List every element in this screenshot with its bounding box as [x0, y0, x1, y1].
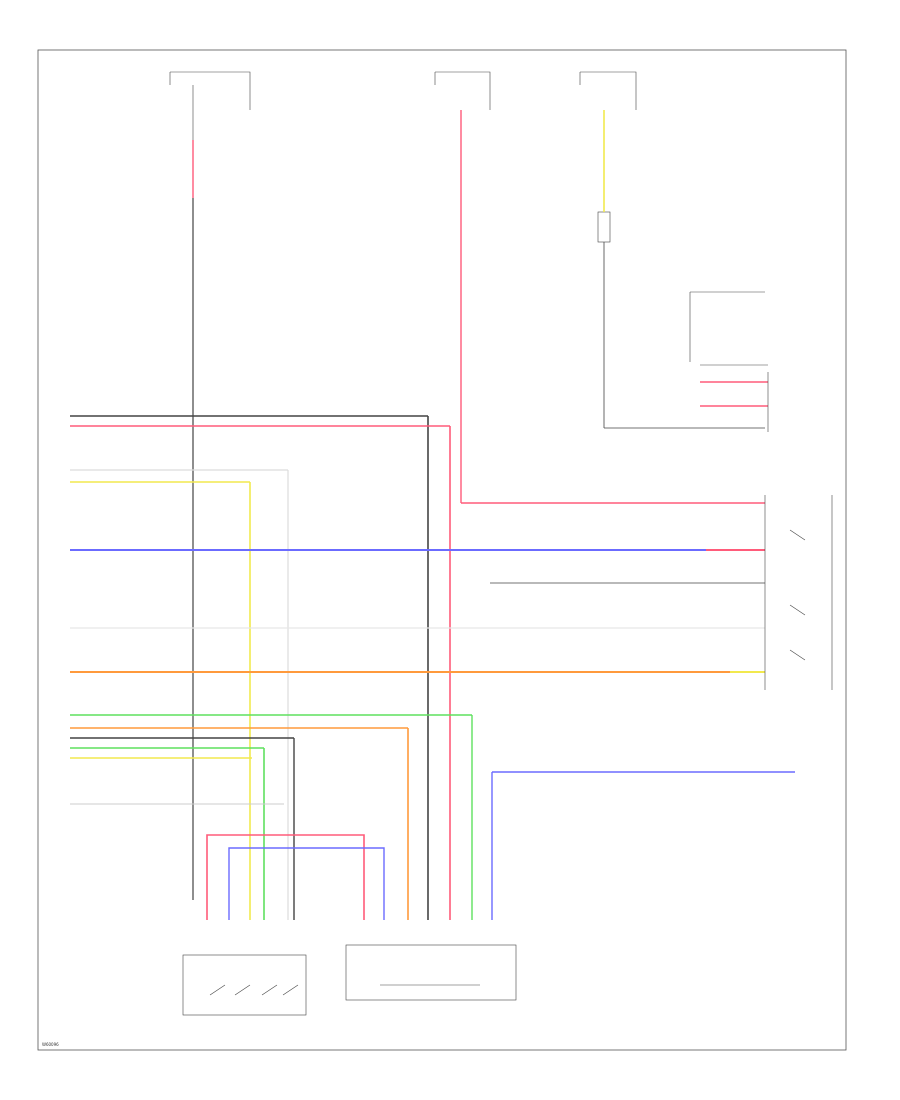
- connector-block-right: [345, 944, 517, 1001]
- fuse-group-left: [169, 71, 251, 140]
- switch-assembly-right: [764, 495, 833, 690]
- wire-red-middle-feed: [460, 110, 765, 504]
- wire-red-loop: [206, 834, 365, 920]
- footer-code: W60096: [42, 1042, 59, 1047]
- wire-blue-loop: [228, 847, 385, 920]
- fuse-group-middle: [434, 71, 491, 110]
- fuse-group-right: [579, 71, 637, 243]
- diagram-frame: [37, 49, 847, 1051]
- connector-upper-right: [689, 291, 769, 432]
- switch-block-left: [182, 954, 307, 1016]
- wire-yellow-right-feed: [603, 110, 765, 429]
- fuse-element: [597, 211, 611, 243]
